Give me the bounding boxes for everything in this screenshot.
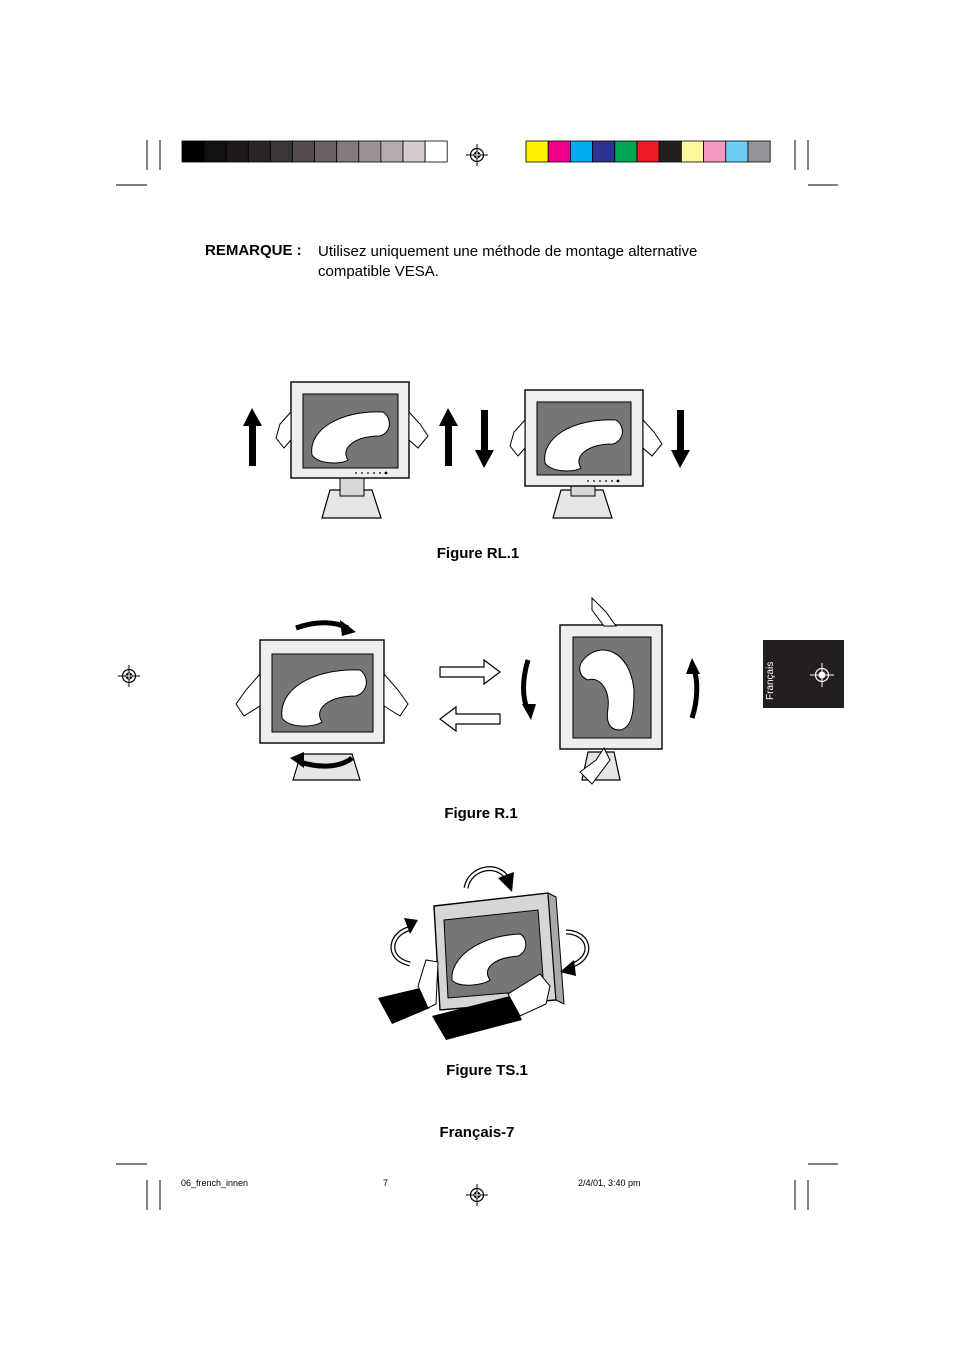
figure-caption-rl1: Figure RL.1 <box>436 545 520 562</box>
calibration-swatch <box>592 140 616 163</box>
rotate-arrow-icon <box>290 752 354 769</box>
figure-caption-r1: Figure R.1 <box>444 805 518 822</box>
calibration-swatch <box>525 140 549 163</box>
calibration-swatch <box>247 140 271 163</box>
calibration-swatch <box>747 140 771 163</box>
calibration-swatch <box>658 140 682 163</box>
monitor-portrait <box>521 596 700 785</box>
calibration-swatch <box>269 140 293 163</box>
monitor-landscape <box>235 620 409 781</box>
note-label: REMARQUE : <box>205 242 302 259</box>
rotate-arrow-icon <box>686 658 700 719</box>
calibration-swatch <box>358 140 382 163</box>
print-slug-page: 7 <box>383 1178 389 1188</box>
calibration-swatch <box>402 140 426 163</box>
outline-arrow-right-icon <box>439 658 501 686</box>
calibration-swatch <box>336 140 360 163</box>
registration-mark-tab <box>810 663 834 687</box>
arrow-up-icon <box>439 408 458 466</box>
calibration-swatch <box>203 140 227 163</box>
calibration-swatch <box>292 140 316 163</box>
crop-mark-top-right <box>794 140 838 186</box>
arrow-up-icon <box>243 408 262 466</box>
calibration-swatch <box>314 140 338 163</box>
hand-left-icon <box>378 959 439 1024</box>
registration-mark-bottom <box>466 1184 488 1206</box>
figure-caption-ts1: Figure TS.1 <box>446 1062 528 1079</box>
calibration-swatch <box>614 140 638 163</box>
figure-ts1-illustration <box>378 866 590 1040</box>
monitor-lowered <box>509 389 663 519</box>
monitor-tilted <box>433 892 565 1011</box>
gray-calibration-bar <box>181 140 448 163</box>
registration-mark-left <box>118 665 140 687</box>
calibration-swatch <box>181 140 205 163</box>
print-slug-file: 06_french_innen <box>181 1178 249 1188</box>
monitor-raised <box>275 381 429 519</box>
calibration-swatch <box>380 140 404 163</box>
color-calibration-bar <box>525 140 771 163</box>
calibration-swatch <box>681 140 705 163</box>
rotate-arrow-icon <box>560 929 590 976</box>
outline-arrow-left-icon <box>439 705 501 733</box>
calibration-swatch <box>725 140 749 163</box>
crop-mark-bottom-right <box>794 1163 838 1210</box>
arrow-down-icon <box>475 410 494 468</box>
registration-mark-top <box>466 144 488 166</box>
calibration-swatch <box>424 140 448 163</box>
calibration-swatch <box>225 140 249 163</box>
calibration-swatch <box>703 140 727 163</box>
calibration-swatch <box>636 140 660 163</box>
figure-rl1-illustration <box>243 381 690 519</box>
arrow-down-icon <box>671 410 690 468</box>
calibration-swatch <box>547 140 571 163</box>
language-side-tab: Français <box>763 640 844 708</box>
calibration-swatch <box>570 140 594 163</box>
page-number: Français-7 <box>439 1124 515 1141</box>
rotate-arrow-icon <box>295 620 356 636</box>
hand-right-icon <box>432 973 551 1040</box>
print-slug-date: 2/4/01, 3:40 pm <box>578 1178 641 1188</box>
rotate-arrow-icon <box>463 866 514 892</box>
rotate-arrow-icon <box>390 918 418 967</box>
figure-r1-illustration <box>235 596 700 785</box>
note-text: Utilisez uniquement une méthode de monta… <box>318 243 698 280</box>
rotate-arrow-icon <box>521 659 536 720</box>
crop-mark-top-left <box>116 140 161 186</box>
crop-mark-bottom-left <box>116 1163 161 1210</box>
